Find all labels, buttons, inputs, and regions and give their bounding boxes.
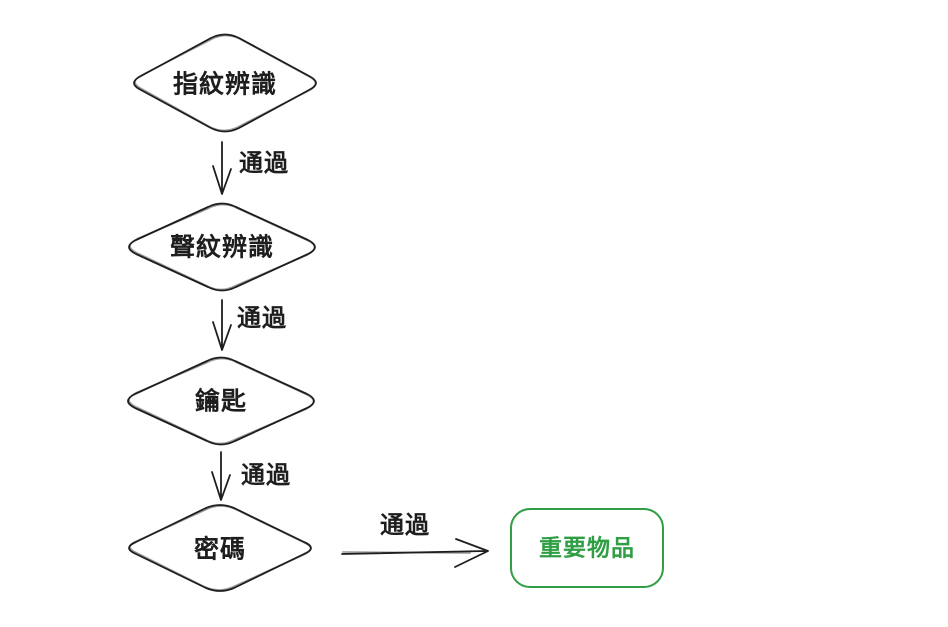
node-label-valuables: 重要物品 — [539, 535, 635, 562]
arrow-password-valuables — [341, 538, 489, 568]
node-label-password: 密碼 — [193, 534, 247, 564]
arrow-fingerprint-voiceprint — [212, 141, 232, 195]
node-label-fingerprint: 指紋辨識 — [172, 69, 278, 99]
arrow-key-password — [211, 451, 231, 501]
node-label-voiceprint: 聲紋辨識 — [169, 232, 275, 262]
decision-diamond-password-overstroke — [129, 505, 312, 591]
arrow-password-valuables-overstroke — [342, 551, 471, 554]
decision-diamond-password — [128, 504, 312, 592]
edge-label-pass-1: 通過 — [239, 149, 289, 177]
decision-diamond-voiceprint-overstroke — [129, 203, 316, 291]
arrow-voiceprint-key — [212, 299, 232, 351]
terminal-box-valuables — [510, 508, 664, 588]
decision-diamond-fingerprint-overstroke — [134, 34, 317, 132]
node-label-key: 鑰匙 — [194, 386, 248, 416]
edge-label-pass-3: 通過 — [241, 461, 291, 489]
decision-diamond-voiceprint — [128, 202, 316, 292]
edge-label-pass-2: 通過 — [237, 304, 287, 332]
edge-label-pass-4: 通過 — [380, 511, 430, 539]
decision-diamond-key — [127, 356, 315, 446]
decision-diamond-fingerprint — [133, 33, 317, 133]
decision-diamond-key-overstroke — [128, 357, 315, 445]
